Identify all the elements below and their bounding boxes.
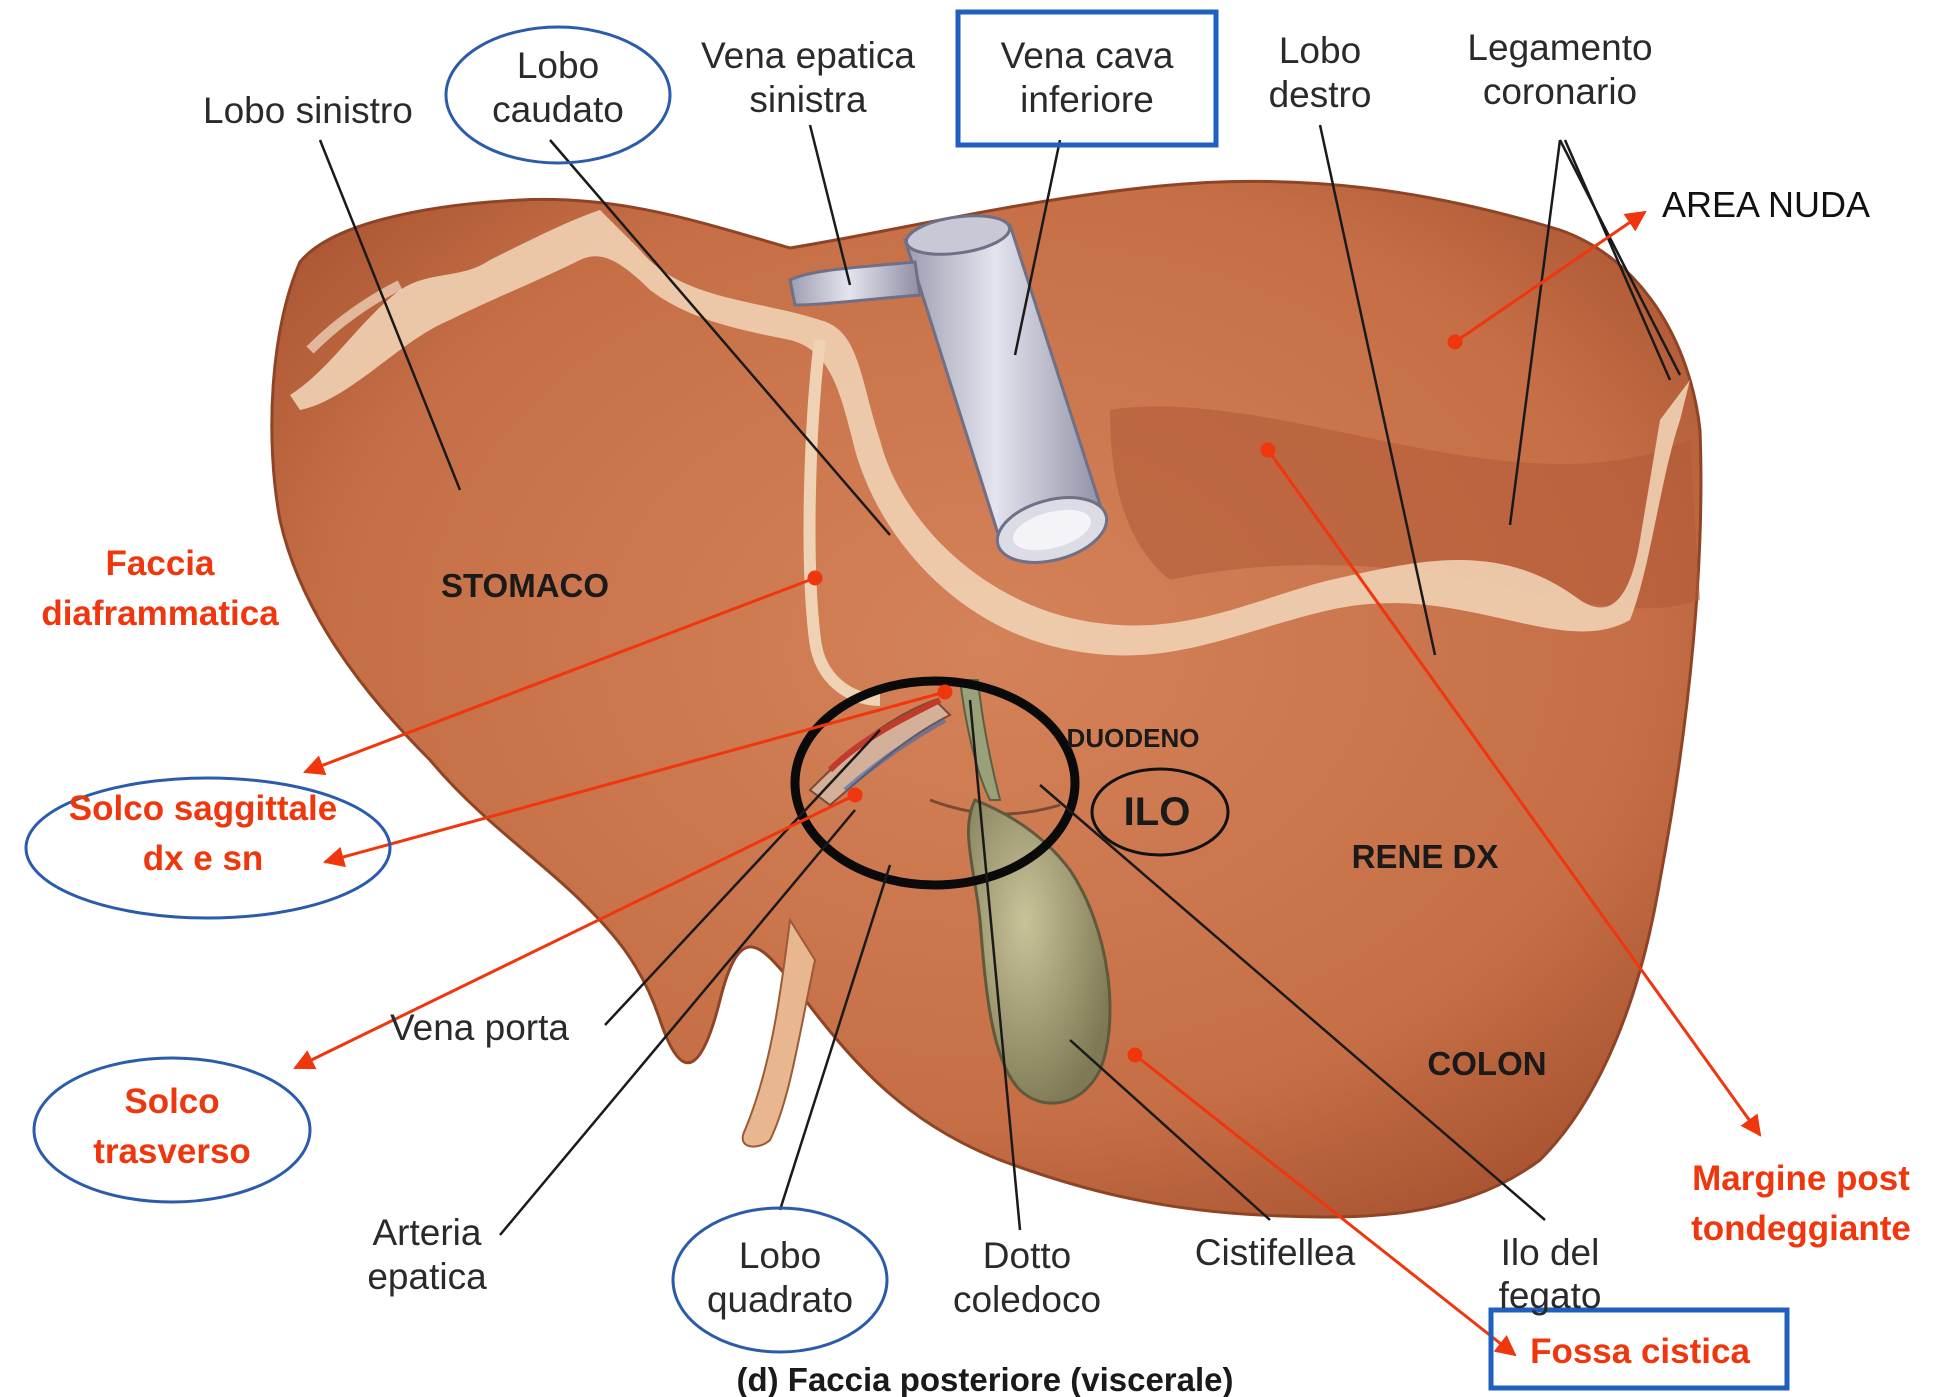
label-margine-1: Margine post [1692, 1159, 1910, 1198]
label-ilo-fegato-2: fegato [1499, 1275, 1602, 1316]
label-ilo: ILO [1124, 790, 1191, 834]
label-lobo-caudato-2: caudato [492, 89, 624, 130]
label-stomaco: STOMACO [441, 567, 609, 604]
label-lobo-quadrato-1: Lobo [739, 1235, 821, 1276]
figure-caption: (d) Faccia posteriore (viscerale) [736, 1361, 1233, 1397]
label-faccia-1: Faccia [106, 544, 215, 583]
label-lobo-sinistro: Lobo sinistro [203, 90, 413, 131]
label-ilo-fegato-1: Ilo del [1501, 1232, 1600, 1273]
label-area-nuda: AREA NUDA [1662, 184, 1870, 225]
label-vena-cava-2: inferiore [1020, 79, 1154, 120]
label-rene: RENE DX [1352, 838, 1499, 875]
label-dotto-2: coledoco [953, 1279, 1101, 1320]
label-margine-2: tondeggiante [1691, 1209, 1911, 1248]
label-solco-saggittale-1: Solco saggittale [69, 789, 337, 828]
label-colon: COLON [1427, 1045, 1546, 1082]
label-vena-cava-1: Vena cava [1001, 35, 1174, 76]
label-vena-epatica-1: Vena epatica [701, 35, 915, 76]
label-lobo-caudato-1: Lobo [517, 45, 599, 86]
label-arteria-1: Arteria [373, 1212, 482, 1253]
label-arteria-2: epatica [367, 1256, 487, 1297]
label-fossa-cistica: Fossa cistica [1530, 1332, 1750, 1371]
label-vena-epatica-2: sinistra [749, 79, 867, 120]
label-cistifellea: Cistifellea [1195, 1232, 1356, 1273]
solco-trasverso-circle [34, 1058, 310, 1202]
label-lobo-destro-1: Lobo [1279, 30, 1361, 71]
label-solco-saggittale-2: dx e sn [143, 839, 264, 878]
label-dotto-1: Dotto [983, 1235, 1071, 1276]
label-lobo-quadrato-2: quadrato [707, 1279, 853, 1320]
label-lobo-destro-2: destro [1269, 74, 1372, 115]
label-solco-trasverso-1: Solco [124, 1082, 219, 1121]
label-vena-porta: Vena porta [390, 1007, 569, 1048]
label-faccia-2: diaframmatica [41, 594, 279, 633]
label-legamento-2: coronario [1483, 71, 1637, 112]
label-legamento-1: Legamento [1467, 27, 1652, 68]
label-duodeno: DUODENO [1067, 723, 1200, 753]
label-solco-trasverso-2: trasverso [93, 1132, 251, 1171]
